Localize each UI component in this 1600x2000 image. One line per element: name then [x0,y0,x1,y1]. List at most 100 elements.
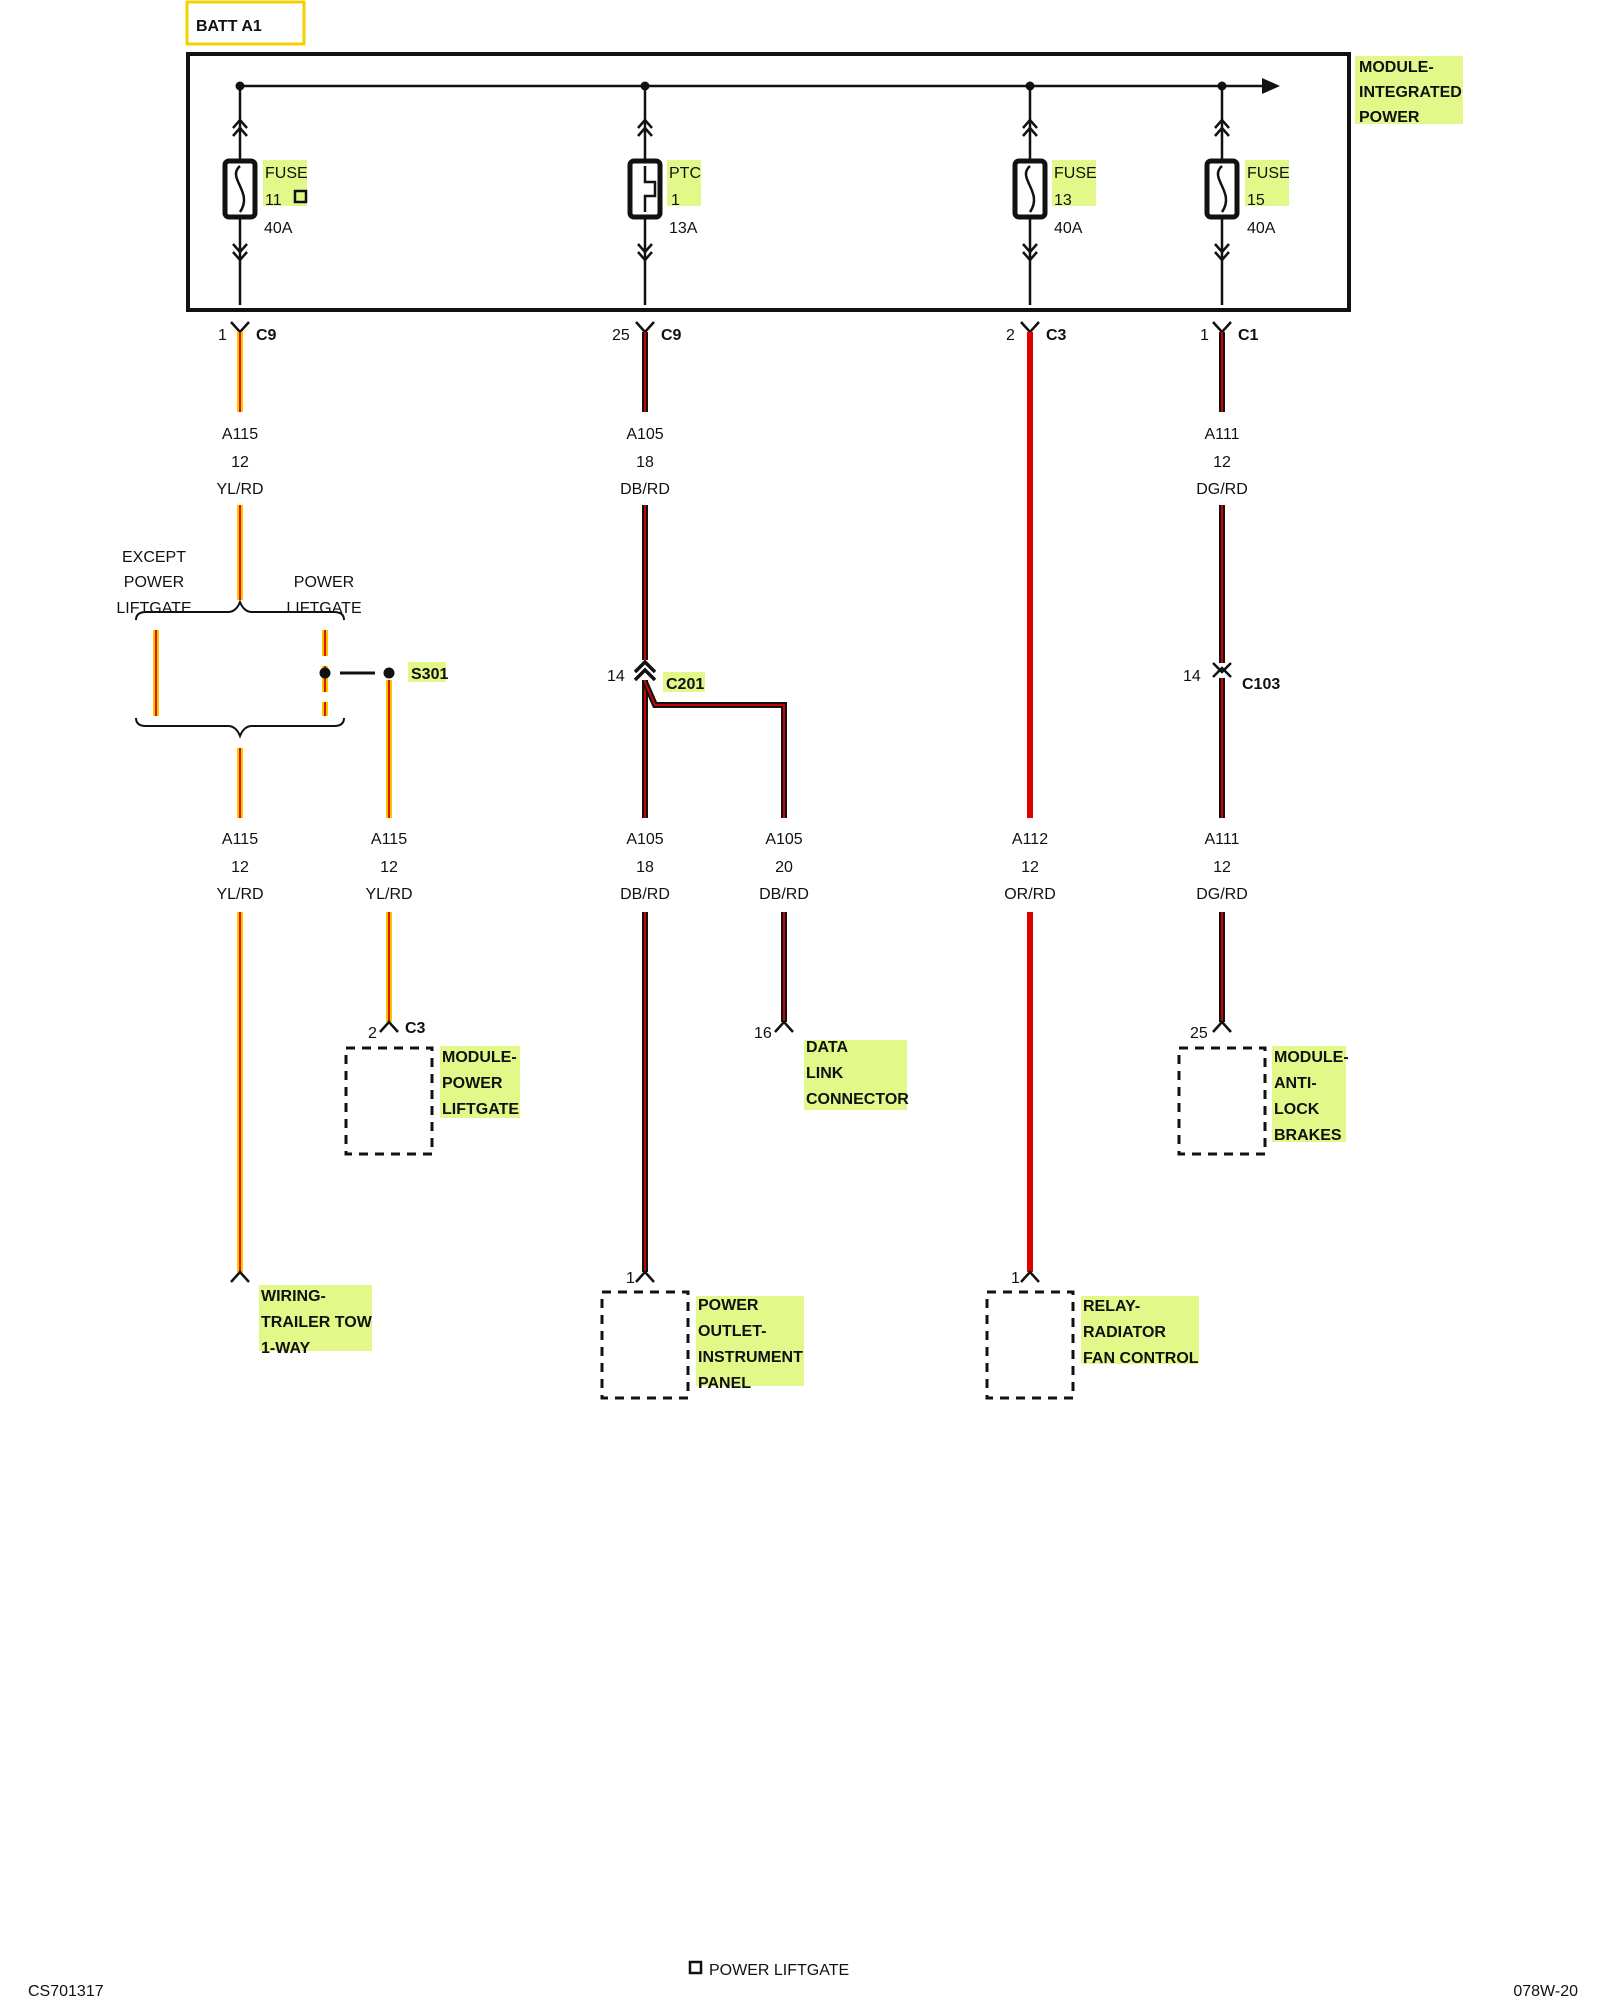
svg-text:1: 1 [218,327,227,344]
a105-mid-color: DB/RD [620,886,670,903]
a111-top-color: DG/RD [1196,481,1248,498]
trailer-label-bg [259,1285,372,1351]
connector-c9-pin1: 1 C9 [218,321,277,344]
option-except-2: POWER [124,574,184,591]
power-outlet-box [600,1290,690,1400]
wire-a111-bottom [1212,678,1232,1033]
dlc-label-1: DATA [806,1039,849,1056]
svg-text:C103: C103 [1242,676,1280,693]
a105-branch-circuit: A105 [765,831,802,848]
fuse-15-num: 15 [1247,192,1265,209]
splice-label-bg [408,662,446,682]
fuse-13-type: FUSE [1054,165,1097,182]
footer-left: CS701317 [28,1983,104,2000]
ipm-label-3: POWER [1359,109,1420,126]
relay-pin: 1 [1011,1270,1020,1287]
a112-gauge: 12 [1021,859,1039,876]
svg-text:25: 25 [612,327,630,344]
fuse-15-type: FUSE [1247,165,1290,182]
ipm-label-bg [1355,56,1463,124]
connector-c1-pin1: 1 C1 [1200,321,1259,344]
abs-label-3: LOCK [1274,1101,1320,1118]
svg-text:C1: C1 [1238,327,1259,344]
trailer-label-1: WIRING- [261,1288,326,1305]
fuse-13-rating: 40A [1054,220,1083,237]
liftgate-connector: C3 [405,1020,426,1037]
power-liftgate-marker-icon [293,189,308,204]
outlet-pin: 1 [626,1270,635,1287]
connector-c3-pin2: 2 C3 [1006,321,1067,344]
abs-label-1: MODULE- [1274,1049,1349,1066]
a112-color: OR/RD [1004,886,1056,903]
a115-top-gauge: 12 [231,454,249,471]
a105-mid-gauge: 18 [636,859,654,876]
legend-text: POWER LIFTGATE [709,1962,849,1979]
liftgate-pin: 2 [368,1025,377,1042]
ptc-1-type: PTC [669,165,701,182]
a111-top-circuit: A111 [1205,426,1240,443]
svg-text:14: 14 [607,668,625,685]
liftgate-label-2: POWER [442,1075,503,1092]
fuse-11-type: FUSE [265,165,308,182]
option-brace-top [135,599,345,621]
dlc-label-3: CONNECTOR [806,1091,909,1108]
ipm-box [186,52,1351,312]
option-except-1: EXCEPT [122,549,186,566]
a105-branch-color: DB/RD [759,886,809,903]
connector-c103: 14 C103 [1183,662,1280,693]
ptc-1-num: 1 [671,192,680,209]
a115-right-color: YL/RD [365,886,412,903]
wire-a115-right [379,680,399,1033]
outlet-label-4: PANEL [698,1375,751,1392]
dlc-label-2: LINK [806,1065,844,1082]
a115-top-color: YL/RD [216,481,263,498]
footer-right: 078W-20 [1513,1983,1578,2000]
wire-a105-lower [635,680,655,1283]
wire-a115-left [230,748,250,1283]
a115-left-circuit: A115 [222,831,258,848]
trailer-label-2: TRAILER TOW [261,1314,373,1331]
outlet-label-bg [696,1296,804,1386]
abs-label-2: ANTI- [1274,1075,1317,1092]
ptc-1: PTC 1 13A [627,86,701,305]
abs-label-bg [1272,1046,1346,1142]
fuse-13: FUSE 13 40A [1012,86,1097,305]
svg-text:2: 2 [1006,327,1015,344]
abs-label-4: BRAKES [1274,1127,1342,1144]
a105-branch-gauge: 20 [775,859,793,876]
fuse-11: FUSE 11 40A [222,86,308,305]
svg-text:C9: C9 [256,327,277,344]
svg-text:C9: C9 [661,327,682,344]
fuse-15-rating: 40A [1247,220,1276,237]
fuse-15: FUSE 15 40A [1204,86,1290,305]
liftgate-label-bg [440,1046,520,1118]
a115-top-circuit: A115 [222,426,258,443]
abs-pin: 25 [1190,1025,1208,1042]
option-power-1: POWER [294,574,354,591]
fuse-11-rating: 40A [264,220,293,237]
splice-node-left [319,667,331,679]
trailer-label-3: 1-WAY [261,1340,311,1357]
outlet-label-1: POWER [698,1297,759,1314]
batt-label: BATT A1 [196,18,262,35]
relay-label-3: FAN CONTROL [1083,1350,1199,1367]
ptc-1-rating: 13A [669,220,698,237]
option-brace-bottom [135,717,345,739]
svg-text:1: 1 [1200,327,1209,344]
a115-left-color: YL/RD [216,886,263,903]
ipm-label-1: MODULE- [1359,59,1434,76]
a105-top-circuit: A105 [626,426,663,443]
fuse-11-num: 11 [265,192,282,209]
svg-text:14: 14 [1183,668,1201,685]
outlet-label-2: OUTLET- [698,1323,766,1340]
a105-top-gauge: 18 [636,454,654,471]
splice-node-right [383,667,395,679]
a112-circuit: A112 [1012,831,1048,848]
fuse-13-num: 13 [1054,192,1072,209]
module-abs-box [1177,1046,1267,1156]
a115-right-gauge: 12 [380,859,398,876]
relay-label-1: RELAY- [1083,1298,1140,1315]
liftgate-label-3: LIFTGATE [442,1101,519,1118]
option-except-3: LIFTGATE [116,600,191,617]
